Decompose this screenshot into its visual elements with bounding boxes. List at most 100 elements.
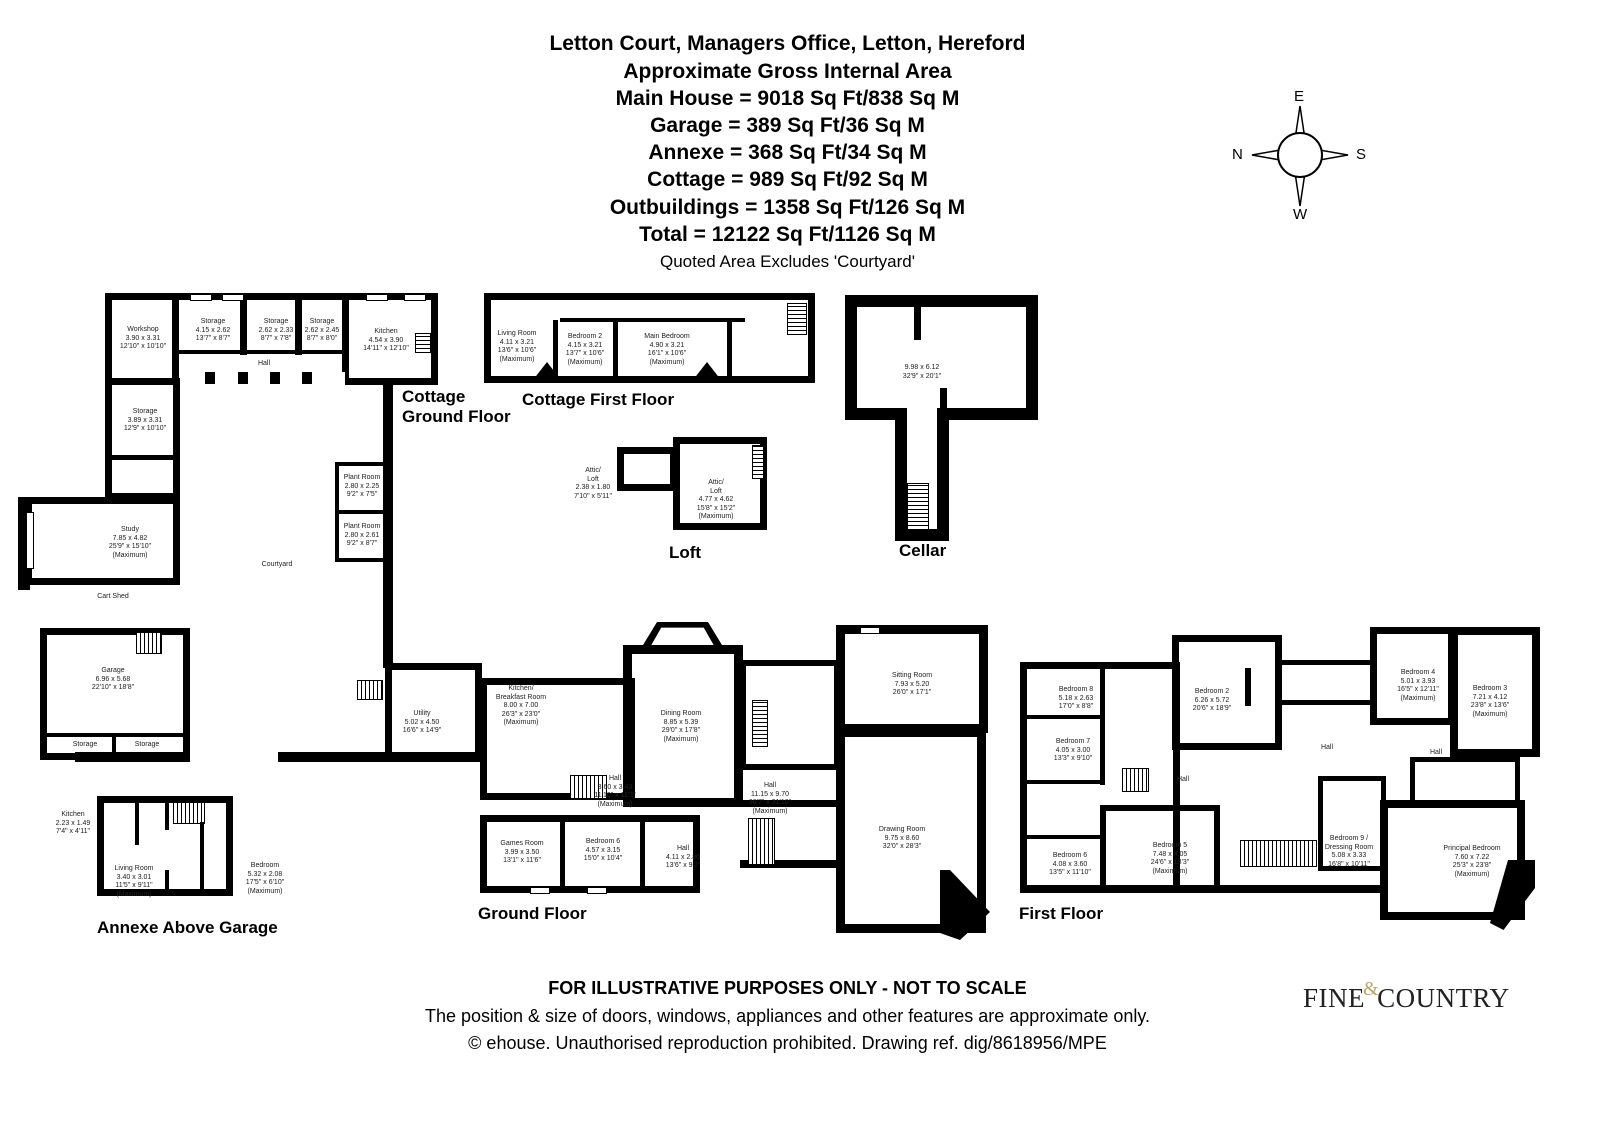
room-label-line: Bedroom 7 bbox=[1055, 738, 1091, 745]
disclaimer-text: The position & size of doors, windows, a… bbox=[424, 1006, 1151, 1026]
room-label-line: 4.57 x 3.15 bbox=[585, 846, 621, 854]
room-label-line: Garage bbox=[101, 667, 125, 674]
room-label-line: 4.11 x 3.21 bbox=[499, 338, 535, 346]
room-label-line: 8.00 x 7.00 bbox=[503, 702, 539, 709]
room-label-line: Attic/ bbox=[585, 467, 601, 474]
room-label-line: 12'10" x 10'10" bbox=[119, 343, 167, 350]
room-label-line: Plant Room bbox=[343, 523, 381, 530]
staircase bbox=[748, 818, 775, 865]
room-label-line: 13'6" x 9'2" bbox=[665, 862, 701, 869]
plan-title: Letton Court, Managers Office, Letton, H… bbox=[549, 32, 1026, 55]
room-label-line: Bedroom 2 bbox=[1194, 688, 1230, 695]
room-label-courtyard: Courtyard bbox=[262, 561, 293, 570]
room-label-line: (Maximum) bbox=[112, 551, 148, 559]
wall bbox=[108, 455, 178, 460]
staircase bbox=[752, 445, 764, 479]
wall bbox=[1450, 627, 1540, 757]
room-label-line: 12'9" x 10'10" bbox=[123, 425, 167, 432]
room-label-line: 7.85 x 4.82 bbox=[112, 534, 148, 542]
room-label-line: Bedroom 2 bbox=[567, 333, 603, 340]
room-label-line: 2.80 x 2.61 bbox=[344, 531, 380, 539]
wall bbox=[238, 372, 248, 384]
room-label-line: (Maximum) bbox=[567, 358, 603, 366]
room-label-line: Living Room bbox=[114, 865, 154, 872]
room-label-line: 4.05 x 3.00 bbox=[1055, 746, 1091, 754]
room-label-line: (Maximum) bbox=[663, 735, 699, 743]
room-label-line: 16'6" x 14'9" bbox=[402, 727, 442, 734]
room-label-line: Living Room bbox=[497, 330, 537, 337]
room-label-line: (Maximum) bbox=[1152, 867, 1188, 875]
room-label-line: 16'5" x 12'11" bbox=[1397, 686, 1439, 693]
room-label-line: 7.21 x 4.12 bbox=[1472, 693, 1508, 701]
floor-title-cellar: Cellar bbox=[899, 541, 947, 560]
window bbox=[190, 294, 212, 301]
room-label-line: Kitchen/ bbox=[508, 685, 534, 692]
room-label-line: 3.89 x 3.31 bbox=[127, 416, 163, 424]
room-label-line: 4.08 x 3.60 bbox=[1052, 860, 1088, 868]
wall bbox=[630, 800, 840, 807]
room-label-hall: Hall bbox=[1430, 749, 1442, 758]
wall bbox=[112, 733, 116, 755]
wall bbox=[270, 372, 280, 384]
room-label-line: 32'0" x 28'3" bbox=[882, 843, 922, 850]
room-label-line: 9.98 x 6.12 bbox=[904, 364, 940, 371]
room-label-hall: Hall bbox=[258, 360, 270, 369]
wall bbox=[553, 320, 558, 380]
room-label-line: (Maximum) bbox=[247, 887, 283, 895]
room-label-line: 4.15 x 3.21 bbox=[567, 341, 603, 349]
room-label-line: Utility bbox=[413, 710, 431, 717]
wall bbox=[200, 822, 204, 892]
room-label-line: Storage bbox=[72, 741, 98, 748]
room-label-line: Storage bbox=[263, 318, 289, 325]
room-label-line: 7.60 x 7.22 bbox=[1454, 853, 1490, 861]
wall bbox=[836, 728, 986, 933]
room-label-line: Storage bbox=[309, 318, 335, 325]
wall bbox=[385, 663, 482, 760]
room-label-line: (Maximum) bbox=[116, 890, 152, 898]
floor-title-annexe: Annexe Above Garage bbox=[97, 918, 278, 937]
wall bbox=[1100, 665, 1105, 785]
room-label-line: Fine bbox=[1303, 983, 1365, 1013]
floor-title-loft: Loft bbox=[669, 543, 702, 562]
room-label-line: 26'3" x 23'0" bbox=[501, 710, 541, 718]
room-label-line: 9'2" x 8'7" bbox=[346, 540, 378, 547]
room-label-line: 5.02 x 4.50 bbox=[404, 718, 440, 726]
room-label-line: 13'6" x 10'6" bbox=[497, 347, 537, 354]
room-label-line: (Maximum) bbox=[698, 513, 734, 520]
wall bbox=[484, 293, 815, 383]
room-label-line: 29'0" x 17'8" bbox=[661, 727, 701, 734]
staircase bbox=[357, 680, 383, 700]
room-label-hall: Hall bbox=[1177, 776, 1189, 785]
wall bbox=[560, 318, 745, 322]
room-label-line: 24'6" x 13'3" bbox=[1150, 859, 1190, 866]
room-label-line: (Maximum) bbox=[649, 358, 685, 366]
area-total: Total = 12122 Sq Ft/1126 Sq M bbox=[639, 223, 936, 246]
room-label-line: Hall bbox=[608, 775, 622, 782]
room-label-line: 11'10" x 11'3" bbox=[594, 792, 636, 799]
wall bbox=[914, 300, 921, 340]
room-label-line: Hall bbox=[1176, 776, 1190, 783]
room-label-line: 6.26 x 5.72 bbox=[1194, 696, 1230, 704]
wall bbox=[383, 380, 393, 668]
room-label-line: 23'8" x 13'6" bbox=[1470, 702, 1510, 709]
room-label-line: 4.11 x 2.80 bbox=[665, 853, 701, 861]
room-label-line: 7'4" x 4'11" bbox=[56, 828, 90, 835]
room-label-line: 3.99 x 3.50 bbox=[504, 848, 540, 856]
floor-title-first: First Floor bbox=[1019, 904, 1104, 923]
room-label-line: Sitting Room bbox=[891, 672, 933, 679]
